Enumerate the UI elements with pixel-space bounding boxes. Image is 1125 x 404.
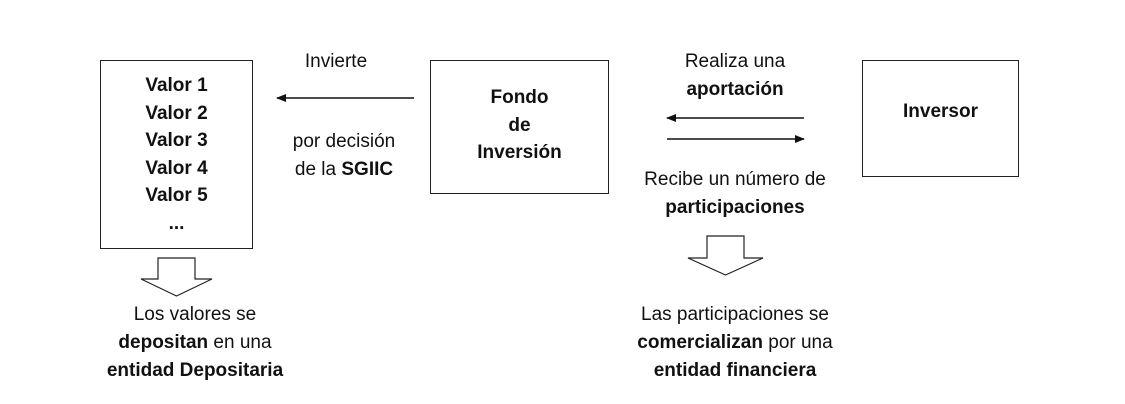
values-list: Valor 1 Valor 2 Valor 3 Valor 4 Valor 5 …: [101, 72, 252, 237]
invest-label: Invierte: [304, 51, 368, 72]
marketing-note-line: comercializan por una: [605, 329, 865, 357]
decision-label: por decisión de la SGIIC: [264, 128, 424, 184]
deposit-note: Los valores se depositan en una entidad …: [70, 301, 320, 385]
marketing-down-arrow: [687, 235, 764, 276]
marketing-note-line: entidad financiera: [653, 360, 817, 381]
units-label-bold: participaciones: [665, 197, 805, 218]
fund-title-line: de: [508, 114, 531, 136]
values-box: Valor 1 Valor 2 Valor 3 Valor 4 Valor 5 …: [100, 60, 253, 249]
contribution-label: Realiza una aportación: [655, 48, 815, 104]
investor-box: Inversor: [862, 60, 1019, 177]
decision-label-prefix: de la: [294, 159, 342, 180]
deposit-note-bold: depositan: [118, 332, 209, 353]
decision-label-line: de la SGIIC: [264, 156, 424, 184]
deposit-note-line: Los valores se: [133, 304, 257, 325]
marketing-note-bold: comercializan: [637, 332, 763, 353]
units-label: Recibe un número de participaciones: [610, 166, 860, 222]
sgiic-label: SGIIC: [341, 159, 394, 180]
value-item: Valor 4: [145, 157, 208, 179]
fund-box: Fondo de Inversión: [430, 60, 609, 194]
investor-title: Inversor: [903, 101, 978, 122]
fund-title-line: Inversión: [477, 142, 562, 163]
value-item: Valor 3: [145, 130, 208, 151]
value-item: Valor 5: [145, 185, 208, 206]
units-label-line: Recibe un número de: [644, 169, 826, 190]
contribution-label-line: Realiza una: [684, 51, 786, 72]
marketing-note-rest: por una: [762, 332, 833, 353]
marketing-note: Las participaciones se comercializan por…: [605, 301, 865, 385]
deposit-note-rest: en una: [208, 332, 272, 353]
contribution-label-bold: aportación: [686, 79, 784, 100]
value-item: Valor 1: [145, 75, 208, 96]
deposit-note-line: depositan en una: [70, 329, 320, 357]
value-item: Valor 2: [145, 102, 208, 124]
decision-label-line: por decisión: [292, 131, 396, 152]
fund-title: Fondo de Inversión: [431, 84, 608, 167]
value-item-ellipsis: ...: [168, 212, 185, 234]
marketing-note-line: Las participaciones se: [641, 304, 829, 325]
deposit-note-line: entidad Depositaria: [106, 360, 284, 381]
fund-title-line: Fondo: [490, 87, 549, 108]
deposit-down-arrow: [140, 257, 213, 297]
